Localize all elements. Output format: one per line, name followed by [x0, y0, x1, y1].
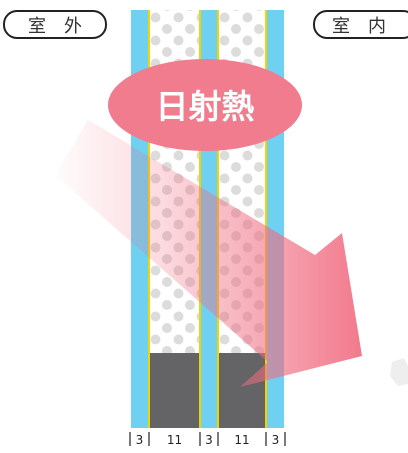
dim-glass-inner: 3 — [272, 433, 280, 447]
solar-heat-bubble: 日射熱 — [108, 59, 302, 151]
indoor-label: 室 内 — [313, 10, 408, 39]
dimension-row — [129, 432, 286, 446]
outdoor-label-text: 室 外 — [28, 16, 82, 37]
dim-gap-left: 11 — [167, 433, 182, 447]
dim-gap-right: 11 — [234, 433, 249, 447]
dim-glass-middle: 3 — [205, 433, 213, 447]
faint-decoration — [390, 358, 408, 386]
indoor-label-text: 室 内 — [332, 16, 386, 37]
desiccant-block-right — [219, 353, 266, 428]
desiccant-block-left — [150, 353, 200, 428]
solar-heat-arrow — [55, 120, 362, 387]
dim-glass-outer: 3 — [136, 433, 144, 447]
outdoor-label: 室 外 — [3, 10, 107, 39]
solar-heat-label: 日射熱 — [156, 87, 255, 126]
